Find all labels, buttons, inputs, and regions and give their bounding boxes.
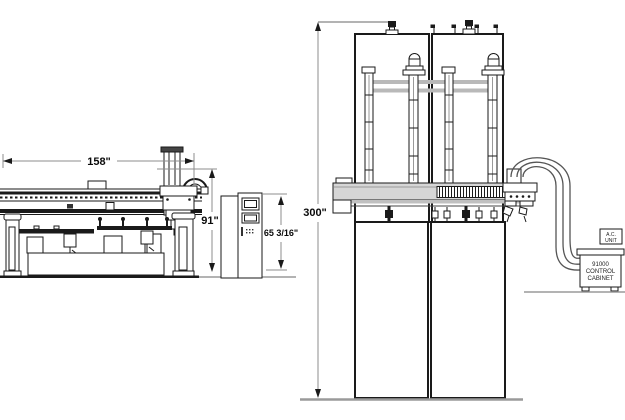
cabinet-label-3: CABINET bbox=[587, 276, 613, 282]
top-hooks bbox=[430, 24, 498, 34]
dimension-console-height: 65 3/16" bbox=[263, 193, 298, 271]
ac-unit-label-2: UNIT bbox=[605, 238, 617, 244]
front-view: A.C. UNIT 91000 CONTROL CABINET 300" bbox=[300, 20, 625, 401]
console-screen-top bbox=[241, 197, 260, 211]
dimension-height-300: 300" bbox=[303, 21, 388, 398]
cabinet-lid bbox=[576, 248, 625, 256]
side-view-table-base bbox=[0, 212, 296, 278]
cabinet-label-1: 91000 bbox=[592, 262, 609, 268]
dimension-width-158: 158" bbox=[2, 153, 195, 186]
dim-300-label: 300" bbox=[303, 207, 327, 219]
dimension-height-91: 91" bbox=[157, 168, 219, 272]
right-panel-rails bbox=[441, 53, 505, 184]
console-screen-bottom bbox=[241, 212, 260, 224]
cross-shaft-lower bbox=[372, 88, 493, 93]
dim-158-label: 158" bbox=[87, 156, 111, 168]
ac-unit-label-1: A.C. bbox=[606, 232, 616, 238]
top-valve-left bbox=[385, 21, 399, 35]
left-stand bbox=[3, 213, 22, 277]
front-view-carriage bbox=[502, 168, 538, 223]
right-stand bbox=[171, 212, 196, 277]
ac-unit-box bbox=[599, 228, 623, 245]
side-view: 158" 91" 65 3/16" bbox=[0, 146, 298, 279]
top-valve-right bbox=[462, 20, 476, 35]
dim-65-label: 65 3/16" bbox=[264, 228, 298, 238]
dim-91-label: 91" bbox=[201, 215, 218, 227]
cable-chain bbox=[510, 157, 582, 271]
cabinet-body bbox=[579, 254, 622, 288]
console-buttons bbox=[241, 227, 254, 236]
operator-console bbox=[220, 192, 263, 279]
cross-shaft-upper bbox=[372, 80, 493, 84]
front-table-clamps bbox=[385, 206, 498, 222]
left-panel-rails bbox=[361, 53, 426, 184]
table-clamps bbox=[98, 217, 169, 226]
lower-panel-left bbox=[354, 221, 429, 399]
control-cabinet: A.C. UNIT 91000 CONTROL CABINET bbox=[524, 228, 625, 293]
ballscrew-motor-right bbox=[484, 53, 503, 71]
cabinet-label-2: CONTROL bbox=[586, 269, 616, 275]
lower-panel-right bbox=[430, 221, 506, 399]
